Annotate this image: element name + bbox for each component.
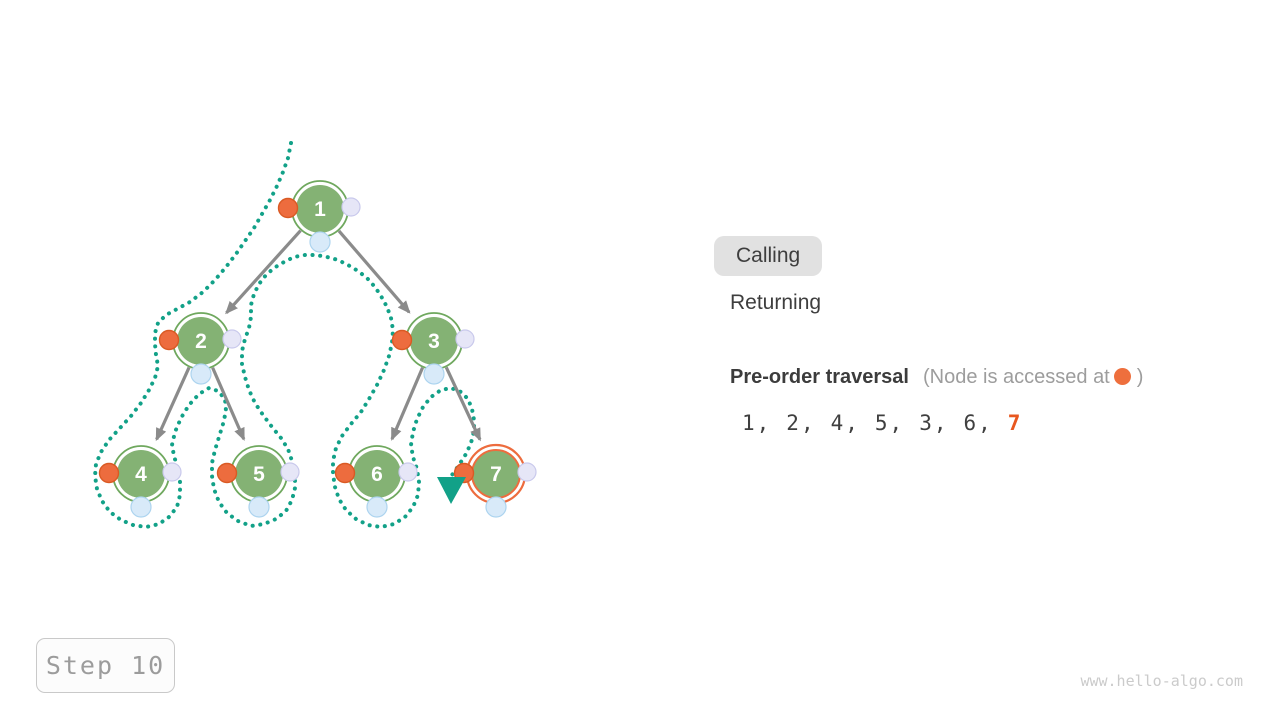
tree-edge-3-7 [444, 366, 482, 442]
traversal-sequence: 1, 2, 4, 5, 3, 6, 7 [742, 411, 1037, 435]
node-value: 7 [490, 463, 502, 486]
calling-toggle[interactable]: Calling [714, 236, 823, 276]
tree-node-6[interactable]: 6 [334, 445, 418, 518]
tree-edge-2-4 [155, 366, 191, 442]
tree-edge-1-3 [337, 229, 411, 314]
postorder-dot-icon [190, 363, 212, 385]
step-indicator: Step 10 [36, 638, 175, 693]
inorder-dot-icon [398, 462, 418, 482]
node-circle [296, 185, 344, 233]
watermark: www.hello-algo.com [1080, 672, 1243, 690]
tree-edge-1-2 [225, 229, 302, 315]
inorder-dot-icon [517, 462, 537, 482]
returning-toggle[interactable]: Returning [730, 291, 822, 315]
node-circle [353, 450, 401, 498]
postorder-dot-icon [366, 496, 388, 518]
sequence-item: 2, [786, 411, 816, 435]
sequence-item: 6, [963, 411, 993, 435]
sequence-item: 5, [874, 411, 905, 435]
inorder-dot-icon [162, 462, 182, 482]
node-circle [235, 450, 283, 498]
node-circle [177, 317, 225, 365]
tree-node-3[interactable]: 3 [391, 312, 475, 385]
tree-edge-2-5 [211, 366, 246, 442]
step-label: Step 10 [45, 651, 166, 680]
preorder-access-dot-icon [158, 329, 180, 351]
traversal-header: Pre-order traversal (Node is accessed at) [730, 366, 1143, 389]
returning-label: Returning [730, 291, 822, 314]
tree-node-2[interactable]: 2 [158, 312, 242, 385]
inorder-dot-icon [222, 329, 242, 349]
tree-node-4[interactable]: 4 [98, 445, 182, 518]
node-value: 2 [195, 330, 207, 353]
node-value: 4 [135, 463, 147, 486]
postorder-dot-icon [423, 363, 445, 385]
preorder-access-dot-icon [277, 197, 299, 219]
postorder-dot-icon [248, 496, 270, 518]
sequence-item-current: 7 [1007, 411, 1023, 435]
postorder-dot-icon [309, 231, 331, 253]
postorder-dot-icon [485, 496, 507, 518]
binary-tree-diagram: 1 2 3 4 5 6 7 [93, 141, 537, 529]
tree-node-1[interactable]: 1 [277, 180, 361, 253]
inorder-dot-icon [455, 329, 475, 349]
postorder-dot-icon [130, 496, 152, 518]
current-position-pointer-icon [437, 477, 466, 504]
node-circle [117, 450, 165, 498]
calling-label: Calling [736, 244, 801, 267]
preorder-access-dot-icon [334, 462, 356, 484]
inorder-dot-icon [280, 462, 300, 482]
sequence-item: 4, [830, 411, 860, 435]
node-value: 1 [314, 198, 326, 221]
traversal-trace-path [93, 141, 476, 529]
node-value: 5 [253, 463, 265, 486]
preorder-access-dot-icon [216, 462, 238, 484]
sequence-item: 1, [742, 411, 772, 435]
traversal-title: Pre-order traversal [730, 366, 909, 388]
access-dot-icon [1113, 368, 1131, 385]
tree-edge-3-6 [390, 367, 425, 441]
recursion-legend: Calling Returning [714, 236, 823, 315]
traversal-note: (Node is accessed at) [922, 366, 1144, 388]
node-circle [410, 317, 458, 365]
tree-node-5[interactable]: 5 [216, 445, 300, 518]
preorder-access-dot-icon [391, 329, 413, 351]
node-value: 6 [371, 463, 383, 486]
preorder-access-dot-icon [98, 462, 120, 484]
sequence-item: 3, [919, 411, 949, 435]
inorder-dot-icon [341, 197, 361, 217]
node-value: 3 [428, 330, 440, 353]
